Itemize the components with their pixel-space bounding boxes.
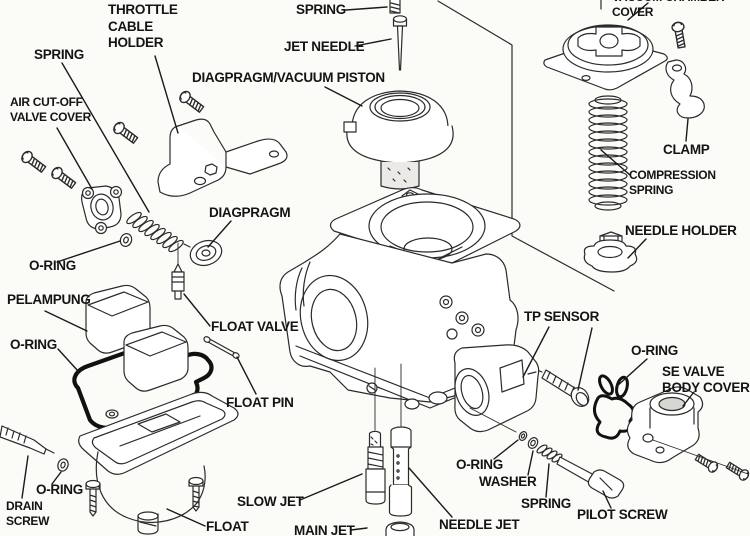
- label-compression-spring: COMPRESSION SPRING: [629, 168, 716, 197]
- label-o-ring-bowl-gasket: O-RING: [10, 337, 57, 352]
- label-float-pin: FLOAT PIN: [226, 395, 294, 410]
- label-spring-left: SPRING: [34, 47, 84, 62]
- label-diaphragm: DIAGPRAGM: [209, 205, 291, 220]
- air-cutoff-valve-cover-part: [81, 185, 123, 235]
- label-o-ring-drain: O-RING: [36, 482, 83, 497]
- label-spring-pilot: SPRING: [521, 496, 571, 511]
- leader-lines: [21, 2, 695, 531]
- float-boxes-part: [85, 284, 189, 392]
- label-needle-holder: NEEDLE HOLDER: [625, 223, 737, 238]
- pilot-screw-assembly-part: [469, 407, 625, 499]
- label-slow-jet: SLOW JET: [237, 494, 304, 509]
- label-o-ring-air-cutoff: O-RING: [29, 258, 76, 273]
- label-vacuum-chamber-cover: VACUUM CHAMBER COVER: [612, 0, 725, 19]
- needle-jet-part: [388, 426, 413, 517]
- jet-needle-part: [392, 15, 408, 71]
- label-spring-top: SPRING: [296, 2, 346, 17]
- clamp-part: [665, 59, 705, 119]
- slow-jet-part: [365, 430, 386, 505]
- label-washer: WASHER: [479, 474, 537, 489]
- float-bowl-screws-part: [85, 476, 204, 517]
- vacuum-chamber-cover-part: [543, 0, 668, 91]
- label-air-cutoff-valve-cover: AIR CUT-OFF VALVE COVER: [10, 95, 91, 124]
- drain-o-ring-part: [57, 458, 69, 472]
- label-se-valve-body-cover: SE VALVE BODY COVER: [662, 364, 750, 395]
- label-pilot-screw: PILOT SCREW: [577, 507, 668, 522]
- drain-screw-part: [0, 425, 55, 455]
- needle-holder-part: [583, 231, 638, 273]
- label-float-valve: FLOAT VALVE: [211, 319, 299, 334]
- top-spring-part: [389, 0, 401, 14]
- label-o-ring-se-valve: O-RING: [631, 343, 678, 358]
- label-tp-sensor: TP SENSOR: [524, 309, 600, 324]
- label-pelampung: PELAMPUNG: [7, 292, 91, 307]
- label-throttle-cable-holder: THROTTLE CABLE HOLDER: [108, 2, 178, 50]
- label-main-jet: MAIN JET: [294, 523, 355, 536]
- label-jet-needle: JET NEEDLE: [284, 39, 365, 54]
- label-needle-jet: NEEDLE JET: [439, 517, 520, 532]
- float-bowl-part: [78, 391, 239, 535]
- label-float: FLOAT: [206, 519, 249, 534]
- diaphragm-part: [183, 239, 223, 267]
- section-separator-line: [437, 0, 615, 292]
- label-diaphragm-vacuum-piston: DIAGPRAGM/VACUUM PISTON: [192, 70, 385, 85]
- tp-sensor-part: [453, 344, 540, 433]
- vacuum-piston-part: [343, 90, 454, 190]
- air-cutoff-o-ring-part: [119, 233, 133, 247]
- label-o-ring-pilot: O-RING: [456, 457, 503, 472]
- float-pin-part: [203, 336, 240, 359]
- label-drain-screw: DRAIN SCREW: [6, 499, 50, 528]
- compression-spring-part: [588, 95, 628, 211]
- float-valve-part: [171, 263, 185, 300]
- tp-sensor-screw-part: [541, 369, 590, 407]
- throttle-cable-holder-part: [157, 118, 288, 197]
- air-cutoff-spring-part: [126, 211, 184, 253]
- label-clamp: CLAMP: [663, 142, 710, 157]
- main-jet-part: [385, 521, 415, 536]
